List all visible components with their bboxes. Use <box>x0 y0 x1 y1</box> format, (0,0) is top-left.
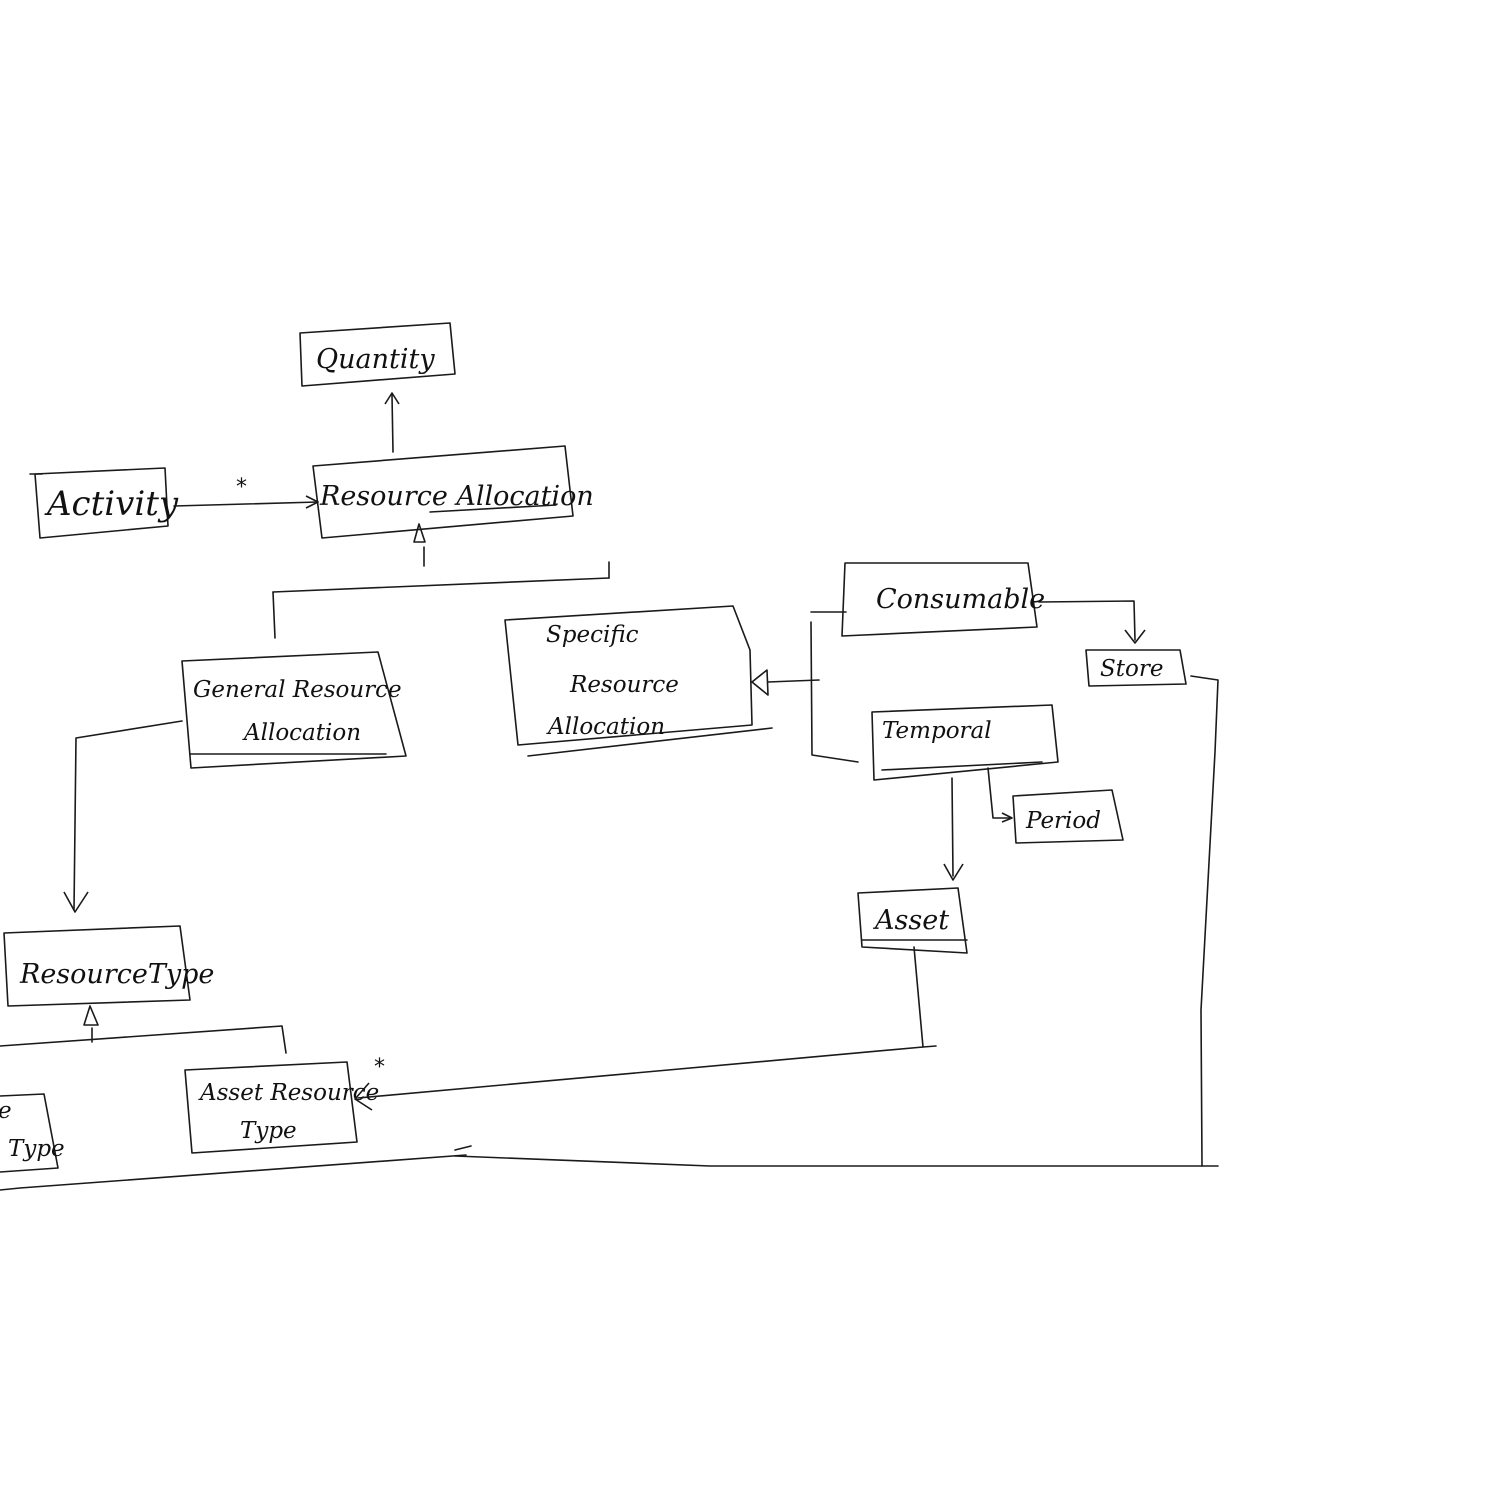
class-activity-label: Activity <box>44 484 179 524</box>
class-specific-resource-allocation-line3: Allocation <box>546 714 665 740</box>
generalization-specific-allocation <box>751 611 859 763</box>
class-quantity-label: Quantity <box>316 344 435 375</box>
assoc-consumable-store <box>1038 600 1146 644</box>
assoc-allocation-quantity <box>384 392 400 453</box>
class-store-label: Store <box>1100 656 1163 682</box>
generalization-resource-type <box>0 1005 287 1054</box>
class-asset-resource-type-line1: Asset Resource <box>198 1080 379 1106</box>
class-specific-resource-allocation: Specific Resource Allocation <box>504 605 773 757</box>
class-consumable-label: Consumable <box>876 584 1045 615</box>
class-resource-type-label: ResourceType <box>19 959 214 990</box>
class-temporal-label: Temporal <box>882 718 992 744</box>
class-resource-allocation: Resource Allocation <box>312 445 594 539</box>
assoc-asset-asset-resource-type: * <box>354 946 937 1111</box>
class-general-resource-allocation-line1: General Resource <box>193 677 402 703</box>
class-general-resource-allocation: General Resource Allocation <box>181 651 407 769</box>
class-partial-type: e Type <box>0 1093 65 1173</box>
class-period-label: Period <box>1025 808 1101 834</box>
assoc-general-allocation-resource-type <box>63 720 183 913</box>
class-quantity: Quantity <box>299 322 456 387</box>
class-resource-allocation-label: Resource Allocation <box>319 481 594 512</box>
class-consumable: Consumable <box>841 562 1045 637</box>
multiplicity-activity-allocation: * <box>236 475 247 500</box>
assoc-store-bottom-line <box>0 675 1219 1191</box>
class-asset: Asset <box>857 887 968 954</box>
class-general-resource-allocation-line2: Allocation <box>242 720 361 746</box>
class-specific-resource-allocation-line2: Resource <box>569 672 679 698</box>
class-activity: Activity <box>29 467 179 539</box>
class-store: Store <box>1085 649 1187 687</box>
multiplicity-asset-asset-resource-type: * <box>374 1055 385 1080</box>
class-resource-type: ResourceType <box>3 925 214 1007</box>
assoc-temporal-period <box>987 767 1013 823</box>
class-temporal: Temporal <box>871 704 1059 781</box>
class-partial-type-line1: e <box>0 1098 12 1124</box>
class-period: Period <box>1012 789 1124 844</box>
class-partial-type-line2: Type <box>8 1136 65 1162</box>
class-asset-resource-type: Asset Resource Type <box>184 1061 379 1154</box>
class-specific-resource-allocation-line1: Specific <box>546 622 639 648</box>
assoc-temporal-asset <box>943 777 964 881</box>
assoc-activity-allocation: * <box>173 475 319 509</box>
generalization-resource-allocation <box>272 523 610 639</box>
class-asset-label: Asset <box>872 905 949 936</box>
class-asset-resource-type-line2: Type <box>240 1118 297 1144</box>
